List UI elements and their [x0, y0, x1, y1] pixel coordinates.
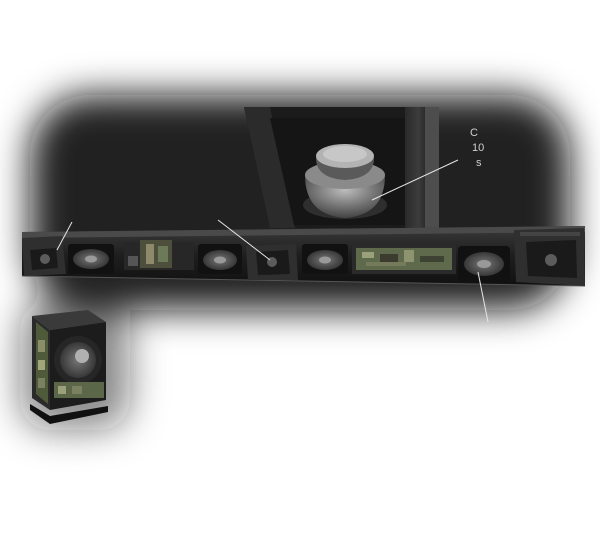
callout-line-subwoofer: [371, 159, 459, 201]
right-tweeter-horn: [514, 228, 585, 286]
subwoofer-tower-cutaway: [244, 107, 439, 228]
subwoofer-magnet: [303, 144, 387, 219]
subwoofer-callout-caption: C 10 s: [470, 127, 484, 169]
main-circuit-board: [352, 244, 456, 274]
center-left-midrange-driver: [198, 244, 242, 274]
callout-line-right-driver: [477, 271, 489, 323]
left-midrange-driver: [68, 244, 114, 274]
left-circuit-board: [124, 240, 194, 270]
callout-line-left-tweeter: [56, 221, 73, 251]
center-right-midrange-driver: [302, 244, 348, 274]
left-tweeter-horn: [22, 236, 66, 276]
subwoofer-caption-line-2: 10: [472, 142, 484, 154]
subwoofer-caption-line-3: s: [476, 157, 482, 169]
right-midrange-driver: [458, 246, 510, 282]
compact-subwoofer-driver: [54, 336, 102, 384]
subwoofer-caption-line-1: C: [470, 127, 478, 139]
compact-subwoofer-cube: [30, 310, 108, 424]
callout-lines: [56, 159, 489, 323]
center-tweeter-horn: [246, 244, 298, 280]
callout-line-center-tweeter: [217, 219, 271, 261]
